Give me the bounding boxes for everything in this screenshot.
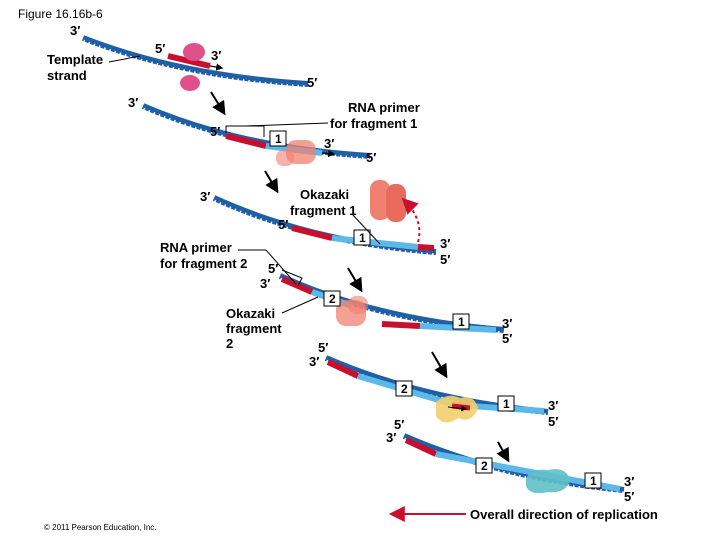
fragment-number-box-2: 2: [323, 290, 341, 307]
fragment-number-box: 1: [353, 229, 371, 246]
template-teeth: [278, 277, 505, 337]
end-5prime: 5′: [278, 217, 288, 232]
end-3prime: 3′: [309, 354, 319, 369]
step-6: 2 1 5′ 3′ 3′ 5′: [386, 417, 634, 504]
step-arrow-3: [347, 267, 363, 293]
fragment-number: 2: [329, 292, 336, 306]
step-5: 2 1 5′ 3′ 3′ 5′: [309, 340, 558, 429]
okazaki-fragment: [331, 235, 419, 250]
step-arrow-2: [264, 170, 279, 194]
fragment-number: 1: [503, 397, 510, 411]
template-strand: [141, 103, 371, 159]
fragment-number: 2: [481, 459, 488, 473]
step-arrow-4: [431, 351, 448, 379]
okazaki-fragment-1-label-line1: Okazaki: [300, 187, 349, 202]
rna-primer-2-leader: [238, 249, 297, 285]
end-5prime: 5′: [210, 124, 220, 139]
rna-primer-1: [381, 321, 421, 329]
end-3prime-top: 3′: [200, 189, 210, 204]
step-3: 1 3′ 5′ 3′ 5′ Okazaki fragment 1: [200, 180, 450, 267]
fragment-number: 1: [458, 315, 465, 329]
end-3prime-top: 3′: [128, 95, 138, 110]
rna-primer-2-label-line2: for fragment 2: [160, 256, 247, 271]
step-arrow-5: [496, 441, 510, 463]
fragment-number-box-2: 2: [395, 380, 413, 397]
rna-primer-1-label-line1: RNA primer: [348, 100, 420, 115]
fragment-number-box-2: 2: [475, 457, 493, 474]
end-5prime-right: 5′: [548, 414, 558, 429]
rna-primer-2-bracket: [281, 269, 303, 287]
step-arrow-1: [210, 91, 226, 116]
rna-primer-1-label-line2: for fragment 1: [330, 116, 417, 131]
rna-primer: [291, 225, 333, 241]
fragment-number-box-1: 1: [584, 472, 602, 489]
template-teeth: [324, 359, 549, 419]
rna-primer-1-leader: [245, 122, 329, 127]
end-3prime: 3′: [324, 136, 334, 151]
fragment-number-box: 1: [269, 130, 287, 147]
rna-primer-1-bracket: [225, 125, 265, 137]
end-5prime: 5′: [318, 340, 328, 355]
rna-primer-2: [280, 276, 314, 295]
rna-primer: [225, 133, 267, 149]
end-5prime-bottom: 5′: [440, 252, 450, 267]
figure-label: Figure 16.16b-6: [18, 7, 103, 21]
dna-pol-iii-lobe: [276, 150, 294, 166]
elongation-arrow: [209, 63, 224, 71]
okazaki-fragment-1-label-line2: fragment 1: [290, 203, 356, 218]
end-3prime: 3′: [440, 236, 450, 251]
okazaki-fragment-2-label-line1: Okazaki: [226, 306, 275, 321]
dna-pol-iii-released: [370, 180, 406, 222]
end-5prime-right: 5′: [624, 489, 634, 504]
copyright: © 2011 Pearson Education, Inc.: [44, 523, 156, 532]
okazaki-fragment-2-leader: [281, 296, 319, 314]
fragment-number: 1: [590, 474, 597, 488]
template-strand: [81, 35, 309, 87]
fragment-number-box-1: 1: [497, 395, 515, 412]
template-strand-label-line2: strand: [47, 68, 87, 83]
okazaki-fragment-2-label-line3: 2: [226, 336, 233, 351]
rna-primer-2: [326, 359, 360, 379]
fragment-number: 2: [401, 382, 408, 396]
okazaki-fragment-1-leader: [351, 213, 381, 245]
end-3prime-right: 3′: [502, 316, 512, 331]
step-4: 2 1 5′ 3′ 3′ 5′ RNA primer for fragment …: [160, 240, 512, 351]
next-primer-stub: [417, 244, 435, 251]
template-teeth: [82, 39, 309, 91]
end-5prime: 5′: [268, 261, 278, 276]
end-5prime: 5′: [394, 417, 404, 432]
end-3prime-right: 3′: [548, 398, 558, 413]
replacement-arrow: [447, 405, 468, 412]
elongation-arrow: [321, 149, 336, 158]
primase-lower: [180, 75, 200, 91]
end-3prime: 3′: [386, 430, 396, 445]
end-3prime-top: 3′: [70, 23, 80, 38]
release-arrow: [401, 197, 421, 243]
end-5prime-right: 5′: [502, 331, 512, 346]
template-strand-label-line1: Template: [47, 52, 103, 67]
primase: [183, 43, 205, 61]
template-teeth: [212, 199, 437, 259]
dna-pol-iii-lobe: [348, 296, 368, 314]
fragment-number: 1: [275, 132, 282, 146]
dna-ligase: [526, 469, 570, 494]
end-5prime-bottom: 5′: [307, 75, 317, 90]
end-3prime-right: 3′: [624, 474, 634, 489]
dna-pol-i: [436, 395, 478, 423]
rna-primer-2-label-line1: RNA primer: [160, 240, 232, 255]
step-2: 1 3′ 5′ 3′ 5′ RNA primer for fragment 1: [128, 95, 420, 166]
template-strand-leader: [108, 55, 141, 63]
rna-primer: [167, 53, 211, 69]
fragment-number: 1: [359, 231, 366, 245]
end-3prime: 3′: [260, 276, 270, 291]
rna-primer-2: [404, 437, 438, 457]
end-3prime: 3′: [211, 48, 221, 63]
end-5prime-bottom: 5′: [366, 150, 376, 165]
fragment-number-box-1: 1: [452, 313, 470, 330]
step-1: 3′ 5′ 3′ 5′ Template strand: [47, 23, 317, 91]
end-5prime: 5′: [155, 41, 165, 56]
okazaki-fragment-2-label-line2: fragment: [226, 321, 282, 336]
overall-direction-label: Overall direction of replication: [470, 507, 658, 522]
